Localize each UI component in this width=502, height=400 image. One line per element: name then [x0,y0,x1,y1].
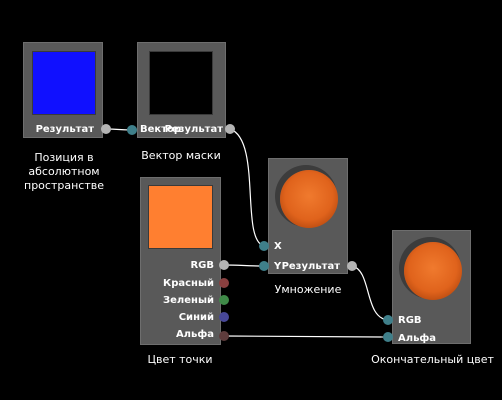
final-color-alpha-input-port[interactable] [383,332,393,342]
pixel-color-preview [148,185,213,249]
final-color-preview-sphere [404,242,462,300]
pixel-color-alpha-label: Альфа [175,329,214,340]
mask-vector-caption: Вектор маски [141,149,221,162]
multiply-input-y-port[interactable] [259,261,269,271]
world-position-node[interactable]: Результат [23,42,103,138]
multiply-node[interactable]: X Y Результат [268,158,348,274]
pixel-color-blue-port[interactable] [219,312,229,322]
mask-vector-node[interactable]: Вектор Результат [137,42,226,138]
mask-vector-preview [149,51,213,115]
world-position-preview [32,51,96,115]
world-position-caption-line-3: пространстве [24,179,104,192]
final-color-rgb-label: RGB [398,315,422,326]
world-position-caption: Позиция в абсолютном пространстве [14,151,114,193]
wire-vector-to-multiply-x [229,128,265,247]
world-position-caption-line-2: абсолютном [28,165,100,178]
pixel-color-red-port[interactable] [219,278,229,288]
multiply-output-port[interactable] [347,261,357,271]
world-position-output-label: Результат [35,124,94,135]
multiply-input-y-label: Y [274,261,282,272]
mask-vector-input-port[interactable] [127,125,137,135]
final-color-alpha-label: Альфа [398,333,437,344]
pixel-color-green-port[interactable] [219,295,229,305]
mask-vector-input-label: Вектор [140,124,182,135]
world-position-caption-line-1: Позиция в [34,151,94,164]
multiply-output-label: Результат [281,261,340,272]
pixel-color-node[interactable]: RGB Красный Зеленый Синий Альфа [140,177,221,345]
pixel-color-rgb-port[interactable] [219,260,229,270]
wire-rgb-to-multiply-y [223,264,265,267]
multiply-caption: Умножение [274,283,342,296]
multiply-preview-sphere [280,170,338,228]
pixel-color-red-label: Красный [163,278,214,289]
multiply-input-x-port[interactable] [259,241,269,251]
pixel-color-rgb-label: RGB [190,260,214,271]
pixel-color-green-label: Зеленый [163,295,214,306]
mask-vector-output-label: Результат [164,124,223,135]
multiply-input-x-label: X [274,241,282,252]
pixel-color-blue-label: Синий [178,312,214,323]
world-position-output-port[interactable] [101,124,111,134]
wire-alpha-to-final-alpha [223,335,389,338]
mask-vector-output-port[interactable] [225,124,235,134]
final-color-node[interactable]: RGB Альфа [392,230,471,344]
pixel-color-caption: Цвет точки [147,353,213,366]
pixel-color-alpha-port[interactable] [219,331,229,341]
final-color-caption: Окончательный цвет [371,353,494,366]
final-color-rgb-input-port[interactable] [383,315,393,325]
